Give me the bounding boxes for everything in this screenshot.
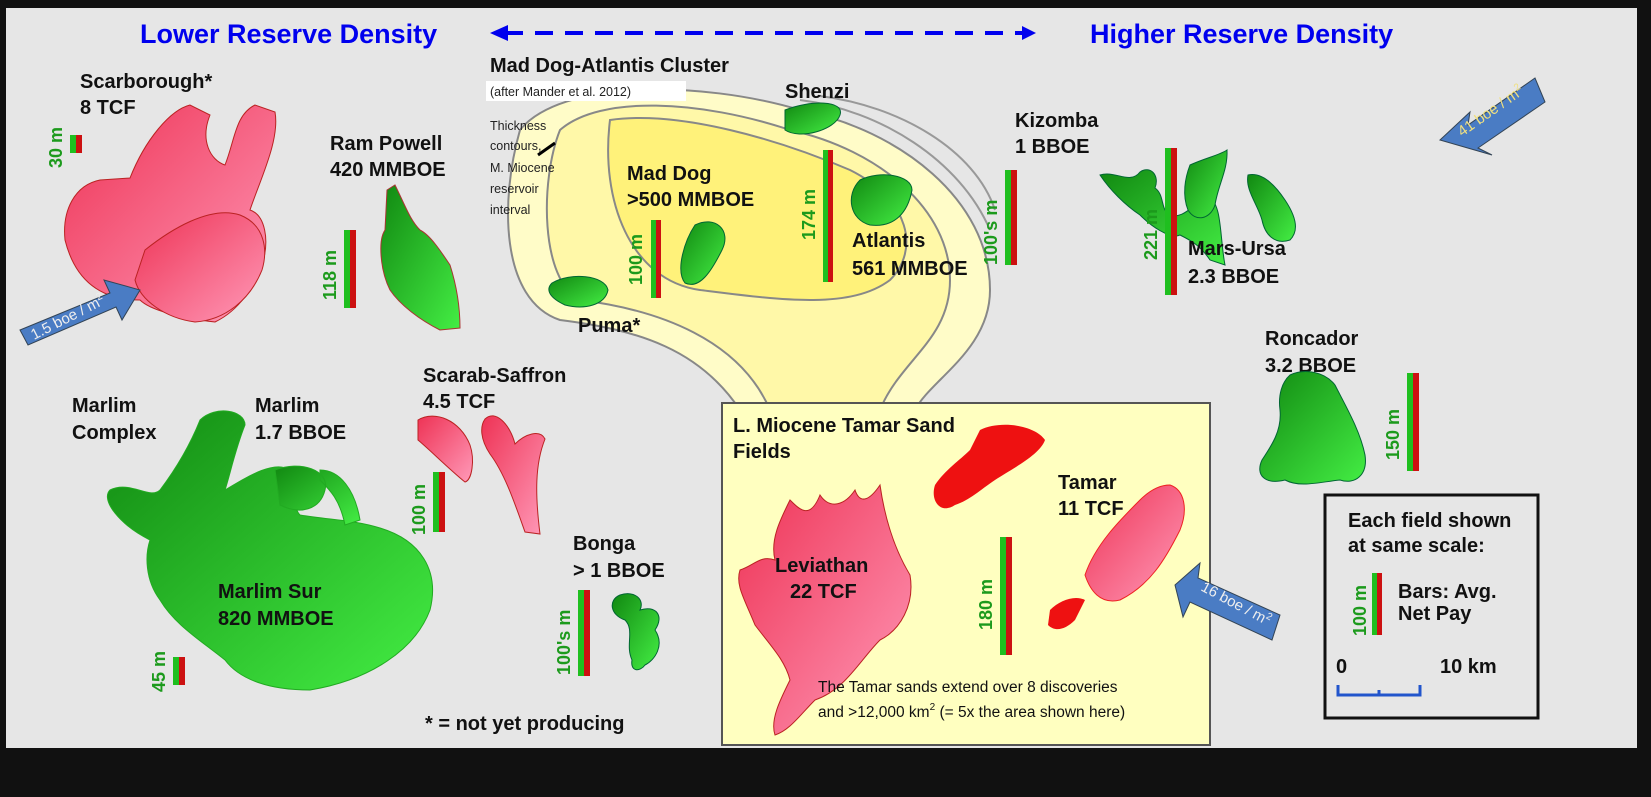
roncador-field-shape [1259,371,1366,485]
mars-field-shape [1184,149,1228,219]
mad-dog-pay-bar [651,220,661,298]
roncador-pay-label: 150 m [1383,409,1403,460]
svg-text:reservoir: reservoir [490,182,539,196]
tamar-label: Tamar [1058,472,1117,494]
bonga-pay-bar [578,590,590,676]
atlantis-pay-label: 174 m [799,189,819,240]
scarab-size: 4.5 TCF [423,391,495,413]
roncador-size: 3.2 BBOE [1265,355,1356,377]
bonga-size: > 1 BBOE [573,560,665,582]
mars-ursa-size: 2.3 BBOE [1188,266,1279,288]
mad-dog-size: >500 MMBOE [627,189,754,211]
svg-text:contours,: contours, [490,139,541,153]
ram-powell-label: Ram Powell [330,133,442,155]
mars-ursa-label: Mars-Ursa [1188,238,1287,260]
scarborough-pay-bar [70,135,82,153]
atlantis-label: Atlantis [852,230,925,252]
marlim-size: 1.7 BBOE [255,422,346,444]
svg-text:Thickness: Thickness [490,119,546,133]
marlim-pay-bar [173,657,185,685]
atlantis-size: 561 MMBOE [852,258,968,280]
marlim-complex-label-1: Marlim [72,395,136,417]
contour-pointer-arrow [537,141,556,157]
scarborough-pay-label: 30 m [46,127,66,168]
scarborough-label: Scarborough* [80,71,212,93]
bonga-pay-label: 100's m [554,610,574,675]
scarborough-size: 8 TCF [80,97,136,119]
scarab-pay-bar [433,472,445,532]
legend-bar-desc-2: Net Pay [1398,603,1472,625]
ram-powell-pay-bar [344,230,356,308]
legend-line-2: at same scale: [1348,535,1485,557]
legend-line-1: Each field shown [1348,510,1511,532]
lower-density-title: Lower Reserve Density [140,19,437,49]
kizomba-pay-bar [1005,170,1017,265]
marlim-label: Marlim [255,395,319,417]
marlim-sur-label: Marlim Sur [218,581,322,603]
marlim-pay-label: 45 m [149,651,169,692]
cluster-source: (after Mander et al. 2012) [490,85,631,99]
scale-ten-km: 10 km [1440,656,1497,678]
scarab-label: Scarab-Saffron [423,365,566,387]
svg-text:M. Miocene: M. Miocene [490,161,555,175]
tamar-size: 11 TCF [1058,498,1124,520]
marlim-lobes [274,465,361,526]
bonga-label: Bonga [573,533,636,555]
roncador-pay-bar [1407,373,1419,471]
leviathan-label: Leviathan [775,555,868,577]
tamar-pay-bar [1000,537,1012,655]
mars-ursa-pay-label: 221 m [1141,209,1161,260]
roncador-label: Roncador [1265,328,1359,350]
contour-note: Thickness contours, M. Miocene reservoir… [490,119,555,217]
tamar-field-shape [1084,484,1185,602]
kizomba-pay-label: 100's m [981,200,1001,265]
legend-pay-bar [1372,573,1382,635]
mars-ursa-pay-bar [1165,148,1177,295]
puma-field-shape [548,275,609,308]
leviathan-size: 22 TCF [790,581,857,603]
tamar-box-title-2: Fields [733,441,791,463]
puma-label: Puma* [578,315,640,337]
ram-powell-pay-label: 118 m [320,250,340,300]
scale-zero: 0 [1336,656,1347,678]
marlim-field-shape [107,410,434,691]
marlim-complex-label-2: Complex [72,422,156,444]
atlantis-pay-bar [823,150,833,282]
kizomba-size: 1 BBOE [1015,136,1089,158]
ram-powell-size: 420 MMBOE [330,159,446,181]
tamar-note-2: and >12,000 km2 (= 5x the area shown her… [818,702,1125,721]
higher-density-title: Higher Reserve Density [1090,19,1393,49]
footnote: * = not yet producing [425,713,624,735]
scarab-field-shape [417,415,473,483]
kizomba-label: Kizomba [1015,110,1099,132]
saffron-field-shape [481,415,546,535]
marlim-sur-size: 820 MMBOE [218,608,334,630]
ram-powell-field-shape [380,184,461,331]
svg-text:interval: interval [490,203,530,217]
tamar-note-1: The Tamar sands extend over 8 discoverie… [818,679,1118,696]
leviathan-field-shape [738,483,912,736]
tamar-pay-label: 180 m [976,579,996,630]
scarborough-field-shape-2 [134,212,266,323]
shenzi-label: Shenzi [785,81,849,103]
mad-dog-pay-label: 100 m [626,234,646,285]
shenzi-field-shape [784,102,841,135]
scarab-pay-label: 100 m [409,484,429,535]
scale-bar [1336,685,1422,697]
legend-pay-label: 100 m [1350,585,1370,636]
ursa-field-shape [1247,174,1296,242]
mad-dog-label: Mad Dog [627,163,711,185]
tamar-box-title-1: L. Miocene Tamar Sand [733,415,955,437]
mad-dog-field-shape [680,221,726,285]
bonga-field-shape [611,593,660,671]
dashed-double-arrow [490,25,1036,41]
tamar-south-field-shape [1048,598,1085,630]
legend-bar-desc-1: Bars: Avg. [1398,581,1497,603]
tamar-north-field-shape [933,424,1045,509]
cluster-title: Mad Dog-Atlantis Cluster [490,55,729,77]
cluster-source-box [486,81,686,101]
atlantis-field-shape [850,174,913,226]
legend-box [1323,493,1540,720]
